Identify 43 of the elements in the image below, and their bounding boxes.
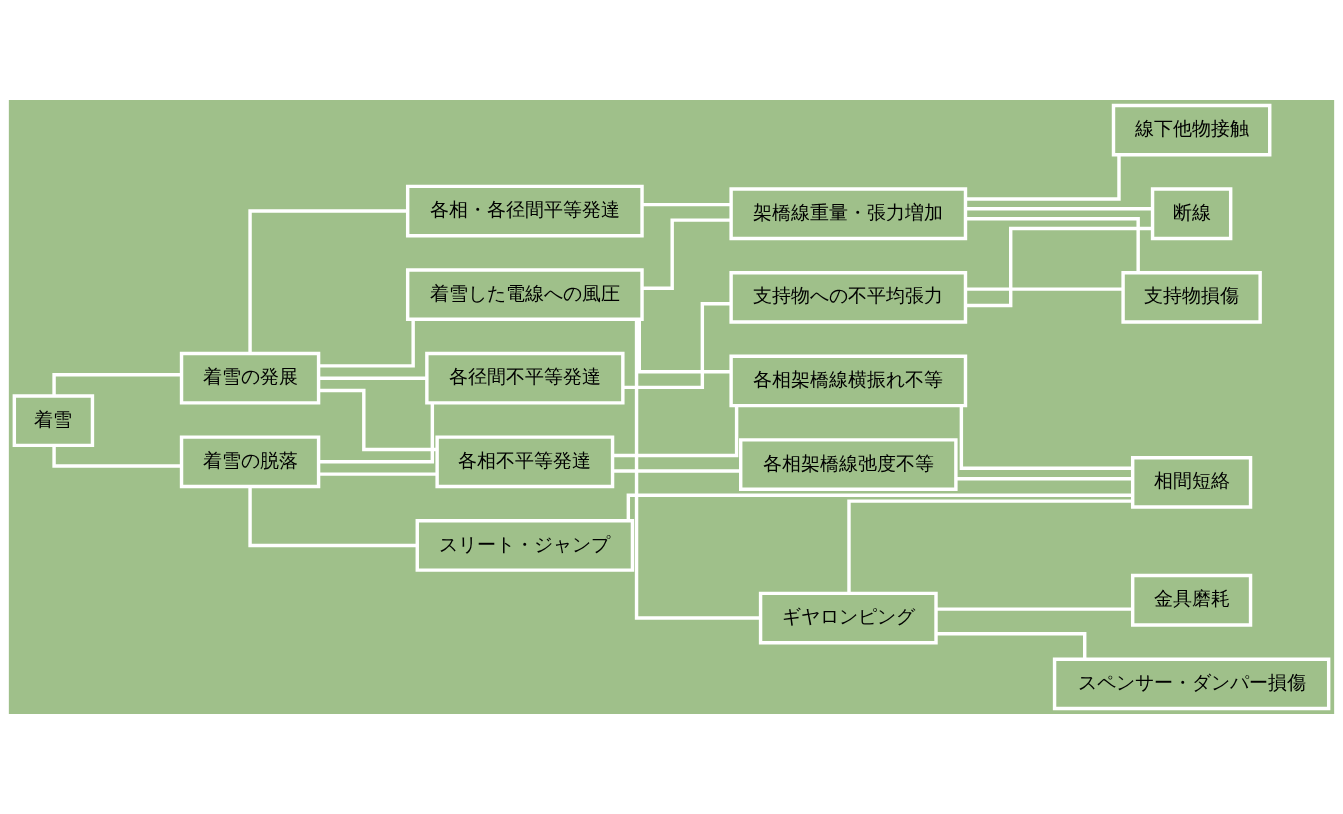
connector: [622, 302, 731, 390]
connector: [612, 469, 741, 473]
connector: [318, 319, 415, 368]
connector: [318, 403, 435, 464]
connector: [959, 405, 1133, 470]
node-box: 各相・各径間平等発達: [405, 184, 644, 238]
node-box: スリート・ジャンプ: [415, 519, 635, 572]
connector: [634, 319, 761, 620]
connector: [248, 486, 418, 548]
connector: [965, 155, 1121, 201]
connector: [318, 472, 437, 476]
node-box: 各相不平等発達: [435, 435, 615, 489]
connector: [936, 607, 1133, 611]
connector: [248, 209, 408, 354]
node-box: 着雪: [12, 394, 95, 448]
node-box: 各径間不平等発達: [425, 351, 625, 405]
connector: [642, 202, 731, 207]
node-box: 各相架橋線弛度不等: [739, 438, 958, 491]
node-box: 着雪の発展: [179, 351, 321, 405]
connector: [965, 287, 1123, 291]
node-box: 線下他物接触: [1111, 103, 1272, 157]
connector: [318, 376, 427, 380]
connector: [637, 319, 731, 374]
node-box: 架橋線重量・張力増加: [729, 187, 968, 241]
node-box: 支持物への不平均張力: [729, 270, 968, 324]
node-box: 着雪の脱落: [179, 435, 321, 489]
connector: [318, 388, 437, 452]
node-box: 各相架橋線横振れ不等: [729, 354, 968, 408]
node-box: 金具磨耗: [1130, 573, 1253, 627]
connector: [847, 499, 1133, 594]
connector: [626, 493, 1133, 521]
node-box: スペンサー・ダンパー損傷: [1052, 657, 1331, 711]
connector: [956, 477, 1133, 481]
node-box: 相間短絡: [1130, 456, 1253, 509]
node-box: 断線: [1150, 187, 1233, 241]
connector: [642, 218, 731, 290]
connector: [965, 207, 1153, 211]
node-box: 支持物損傷: [1121, 270, 1262, 324]
connector: [612, 405, 739, 458]
node-box: ギヤロンピング: [758, 591, 938, 645]
connector: [965, 226, 1153, 308]
node-box: 着雪した電線への風圧: [405, 268, 644, 321]
connector: [965, 216, 1140, 273]
